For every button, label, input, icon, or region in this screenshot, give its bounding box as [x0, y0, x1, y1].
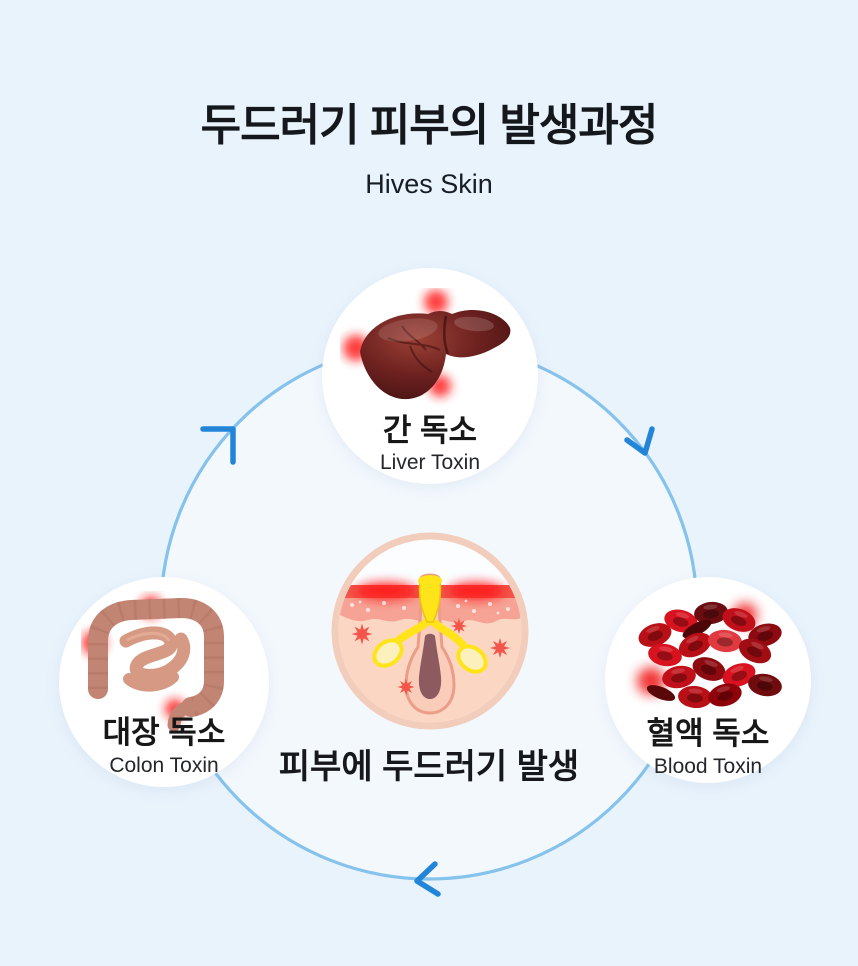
node-colon-toxin: 대장 독소 Colon Toxin [59, 577, 269, 787]
clockwise-arrow-bottom-icon [414, 861, 441, 897]
colon-label-ko: 대장 독소 [102, 715, 226, 750]
blood-label-ko: 혈액 독소 [646, 716, 770, 751]
skin-hives-illustration [328, 529, 532, 733]
colon-label-en: Colon Toxin [109, 754, 219, 777]
blood-cells-icon [635, 600, 785, 711]
skin-hives-icon [331, 532, 529, 730]
liver-label-ko: 간 독소 [382, 413, 478, 448]
liver-label-en: Liver Toxin [380, 451, 480, 474]
node-blood-toxin: 혈액 독소 Blood Toxin [605, 577, 811, 783]
liver-icon [343, 290, 511, 400]
page-title: 두드러기 피부의 발생과정 [200, 101, 659, 150]
clockwise-arrow-top-left-icon [200, 426, 236, 465]
center-caption: 피부에 두드러기 발생 [278, 748, 580, 786]
colon-icon [82, 596, 224, 731]
clockwise-arrow-top-right-icon [624, 426, 655, 456]
blood-label-en: Blood Toxin [653, 755, 763, 778]
page-subtitle: Hives Skin [365, 169, 493, 199]
node-liver-toxin: 간 독소 Liver Toxin [322, 268, 538, 484]
